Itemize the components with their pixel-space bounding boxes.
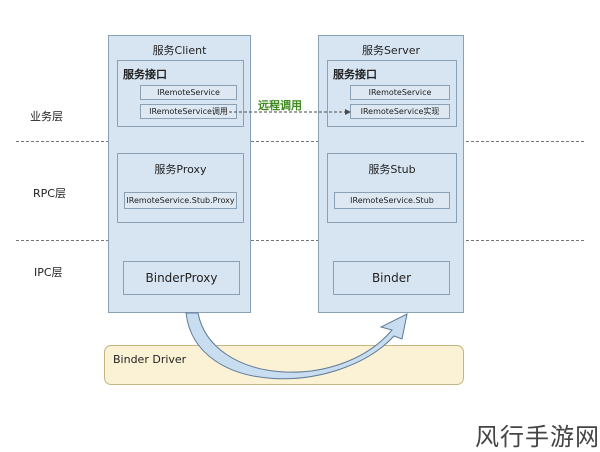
- binder-driver-label: Binder Driver: [113, 353, 187, 366]
- layer-separator-1: [16, 141, 584, 142]
- layer-label-rpc: RPC层: [33, 187, 66, 200]
- server-iface-item-2: IRemoteService实现: [350, 104, 450, 119]
- server-stub-title: 服务Stub: [368, 163, 416, 176]
- client-interface-title: 服务接口: [123, 68, 167, 81]
- server-interface-box: 服务接口 IRemoteService IRemoteService实现: [327, 60, 457, 127]
- server-title: 服务Server: [361, 44, 421, 57]
- server-interface-title: 服务接口: [333, 68, 377, 81]
- client-iface-item-2: IRemoteService调用: [140, 104, 237, 119]
- client-title: 服务Client: [152, 44, 207, 57]
- binder-box: Binder: [333, 261, 450, 295]
- client-proxy-item: IRemoteService.Stub.Proxy: [124, 192, 237, 209]
- client-interface-box: 服务接口 IRemoteService IRemoteService调用: [117, 60, 244, 127]
- layer-label-ipc: IPC层: [34, 266, 63, 279]
- binder-label: Binder: [371, 271, 412, 285]
- remote-call-label: 远程调用: [258, 99, 302, 112]
- layer-separator-2: [16, 240, 584, 241]
- binder-proxy-box: BinderProxy: [123, 261, 240, 295]
- layer-label-business: 业务层: [30, 110, 63, 123]
- server-column: 服务Server 服务接口 IRemoteService IRemoteServ…: [318, 35, 464, 313]
- client-proxy-title: 服务Proxy: [154, 163, 207, 176]
- watermark-text: 风行手游网: [475, 423, 600, 451]
- binder-proxy-label: BinderProxy: [145, 271, 218, 285]
- server-stub-box: 服务Stub IRemoteService.Stub: [327, 153, 457, 223]
- server-iface-item-1: IRemoteService: [350, 85, 450, 100]
- client-iface-item-1: IRemoteService: [140, 85, 237, 100]
- binder-driver-box: Binder Driver: [104, 345, 464, 385]
- server-stub-item: IRemoteService.Stub: [334, 192, 450, 209]
- client-proxy-box: 服务Proxy IRemoteService.Stub.Proxy: [117, 153, 244, 223]
- client-column: 服务Client 服务接口 IRemoteService IRemoteServ…: [108, 35, 251, 313]
